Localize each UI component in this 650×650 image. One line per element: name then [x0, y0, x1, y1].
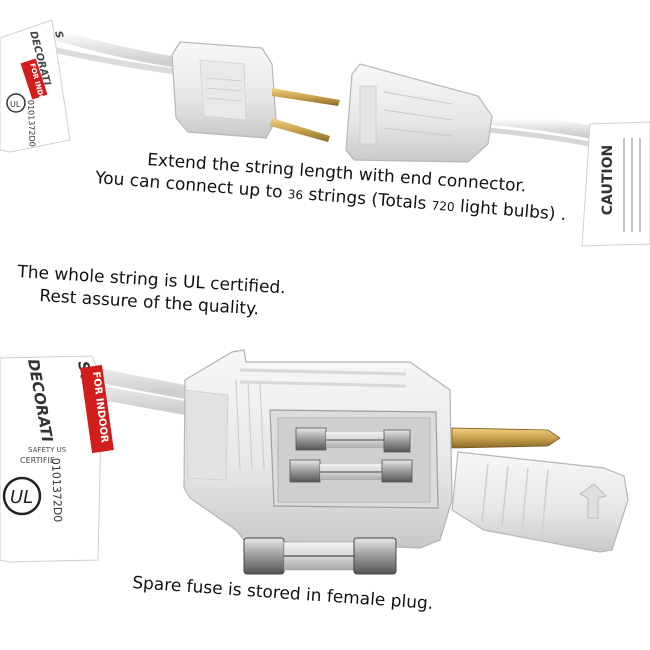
installed-fuse-2 — [289, 459, 413, 483]
bottom-tag-safety: SAFETY US — [28, 446, 67, 454]
caption-connect-strings: 36 — [287, 187, 304, 203]
spare-fuse — [243, 537, 397, 575]
fuse-cover-slide — [451, 451, 629, 553]
ul-logo-text: UL — [10, 487, 33, 508]
ul-logo-large — [2, 476, 42, 516]
ul-logo — [6, 93, 26, 113]
bottom-tag-certified: CERTIFIE — [20, 456, 55, 465]
installed-fuse-1 — [295, 427, 411, 453]
top-female-connector — [345, 63, 493, 163]
top-left-tag-serial: 0101372D0 — [26, 100, 37, 147]
top-left-tag-sub: S — [52, 30, 64, 40]
top-left-tag: DECORATI S FOR INDOOR UL 0101372D0 — [0, 19, 71, 153]
bottom-fused-plug — [183, 349, 561, 549]
ul-logo-text-small: UL — [10, 100, 21, 109]
caution-label: CAUTION — [600, 145, 616, 215]
top-right-tag: CAUTION — [581, 121, 650, 247]
brass-prong — [451, 427, 561, 449]
caption-connect-bulbs: 720 — [431, 198, 456, 215]
top-cords — [38, 24, 602, 149]
bottom-left-tag: DECORATI ST FOR INDOOR SAFETY US CERTIFI… — [0, 355, 114, 563]
bottom-tag-serial: 0101372D0 — [49, 458, 64, 523]
top-male-plug — [171, 41, 340, 142]
